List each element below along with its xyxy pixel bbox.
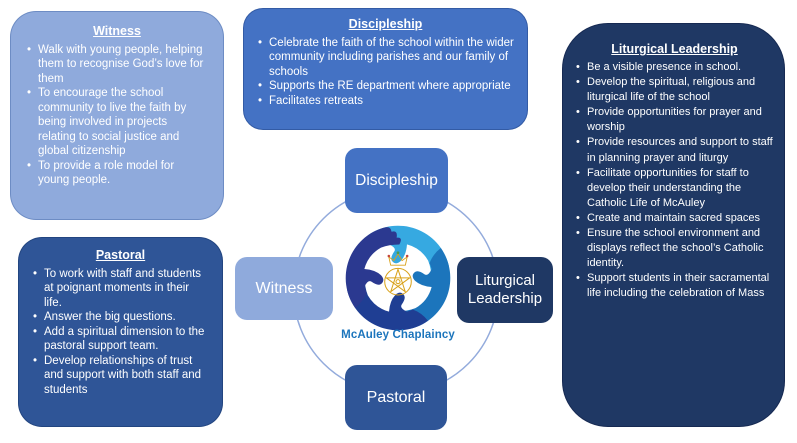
bullet-item: Add a spiritual dimension to the pastora… [32, 325, 209, 354]
discipleship-bullet-list: Celebrate the faith of the school within… [257, 36, 514, 109]
liturgical-leadership-panel: Liturgical Leadership Be a visible prese… [562, 23, 785, 427]
bullet-item: Facilitates retreats [257, 94, 514, 109]
discipleship-panel-title: Discipleship [348, 17, 423, 31]
liturgical-leadership-panel-title: Liturgical Leadership [611, 42, 738, 56]
witness-panel: Witness Walk with young people, helping … [10, 11, 224, 220]
bullet-item: Walk with young people, helping them to … [26, 43, 208, 86]
star-rose-icon [384, 267, 412, 296]
hand-left-icon [345, 227, 401, 308]
bullet-item: Develop the spiritual, religious and lit… [575, 75, 774, 105]
bullet-item: To encourage the school community to liv… [26, 86, 208, 158]
bullet-item: To provide a role model for young people… [26, 159, 208, 188]
discipleship-panel: Discipleship Celebrate the faith of the … [243, 8, 528, 130]
bullet-item: Ensure the school environment and displa… [575, 226, 774, 271]
witness-bullet-list: Walk with young people, helping them to … [26, 43, 208, 188]
liturgical-leadership-node: Liturgical Leadership [457, 257, 553, 323]
bullet-item: Supports the RE department where appropr… [257, 79, 514, 94]
bullet-item: To work with staff and students at poign… [32, 267, 209, 310]
crown-icon [387, 251, 409, 266]
chaplaincy-logo [345, 225, 451, 331]
pastoral-bullet-list: To work with staff and students at poign… [32, 267, 209, 397]
bullet-item: Celebrate the faith of the school within… [257, 36, 514, 79]
logo-caption: McAuley Chaplaincy [341, 329, 455, 341]
witness-panel-title: Witness [93, 24, 141, 38]
bullet-item: Facilitate opportunities for staff to de… [575, 166, 774, 211]
discipleship-node: Discipleship [345, 148, 448, 213]
bullet-item: Develop relationships of trust and suppo… [32, 354, 209, 397]
bullet-item: Be a visible presence in school. [575, 60, 774, 75]
pastoral-node: Pastoral [345, 365, 447, 430]
liturgical-bullet-list: Be a visible presence in school. Develop… [575, 60, 774, 301]
bullet-item: Provide opportunities for prayer and wor… [575, 105, 774, 135]
bullet-item: Create and maintain sacred spaces [575, 211, 774, 226]
bullet-item: Answer the big questions. [32, 310, 209, 325]
bullet-item: Provide resources and support to staff i… [575, 135, 774, 165]
bullet-item: Support students in their sacramental li… [575, 271, 774, 301]
pastoral-panel-title: Pastoral [95, 248, 146, 262]
witness-node: Witness [235, 257, 333, 320]
pastoral-panel: Pastoral To work with staff and students… [18, 237, 223, 427]
